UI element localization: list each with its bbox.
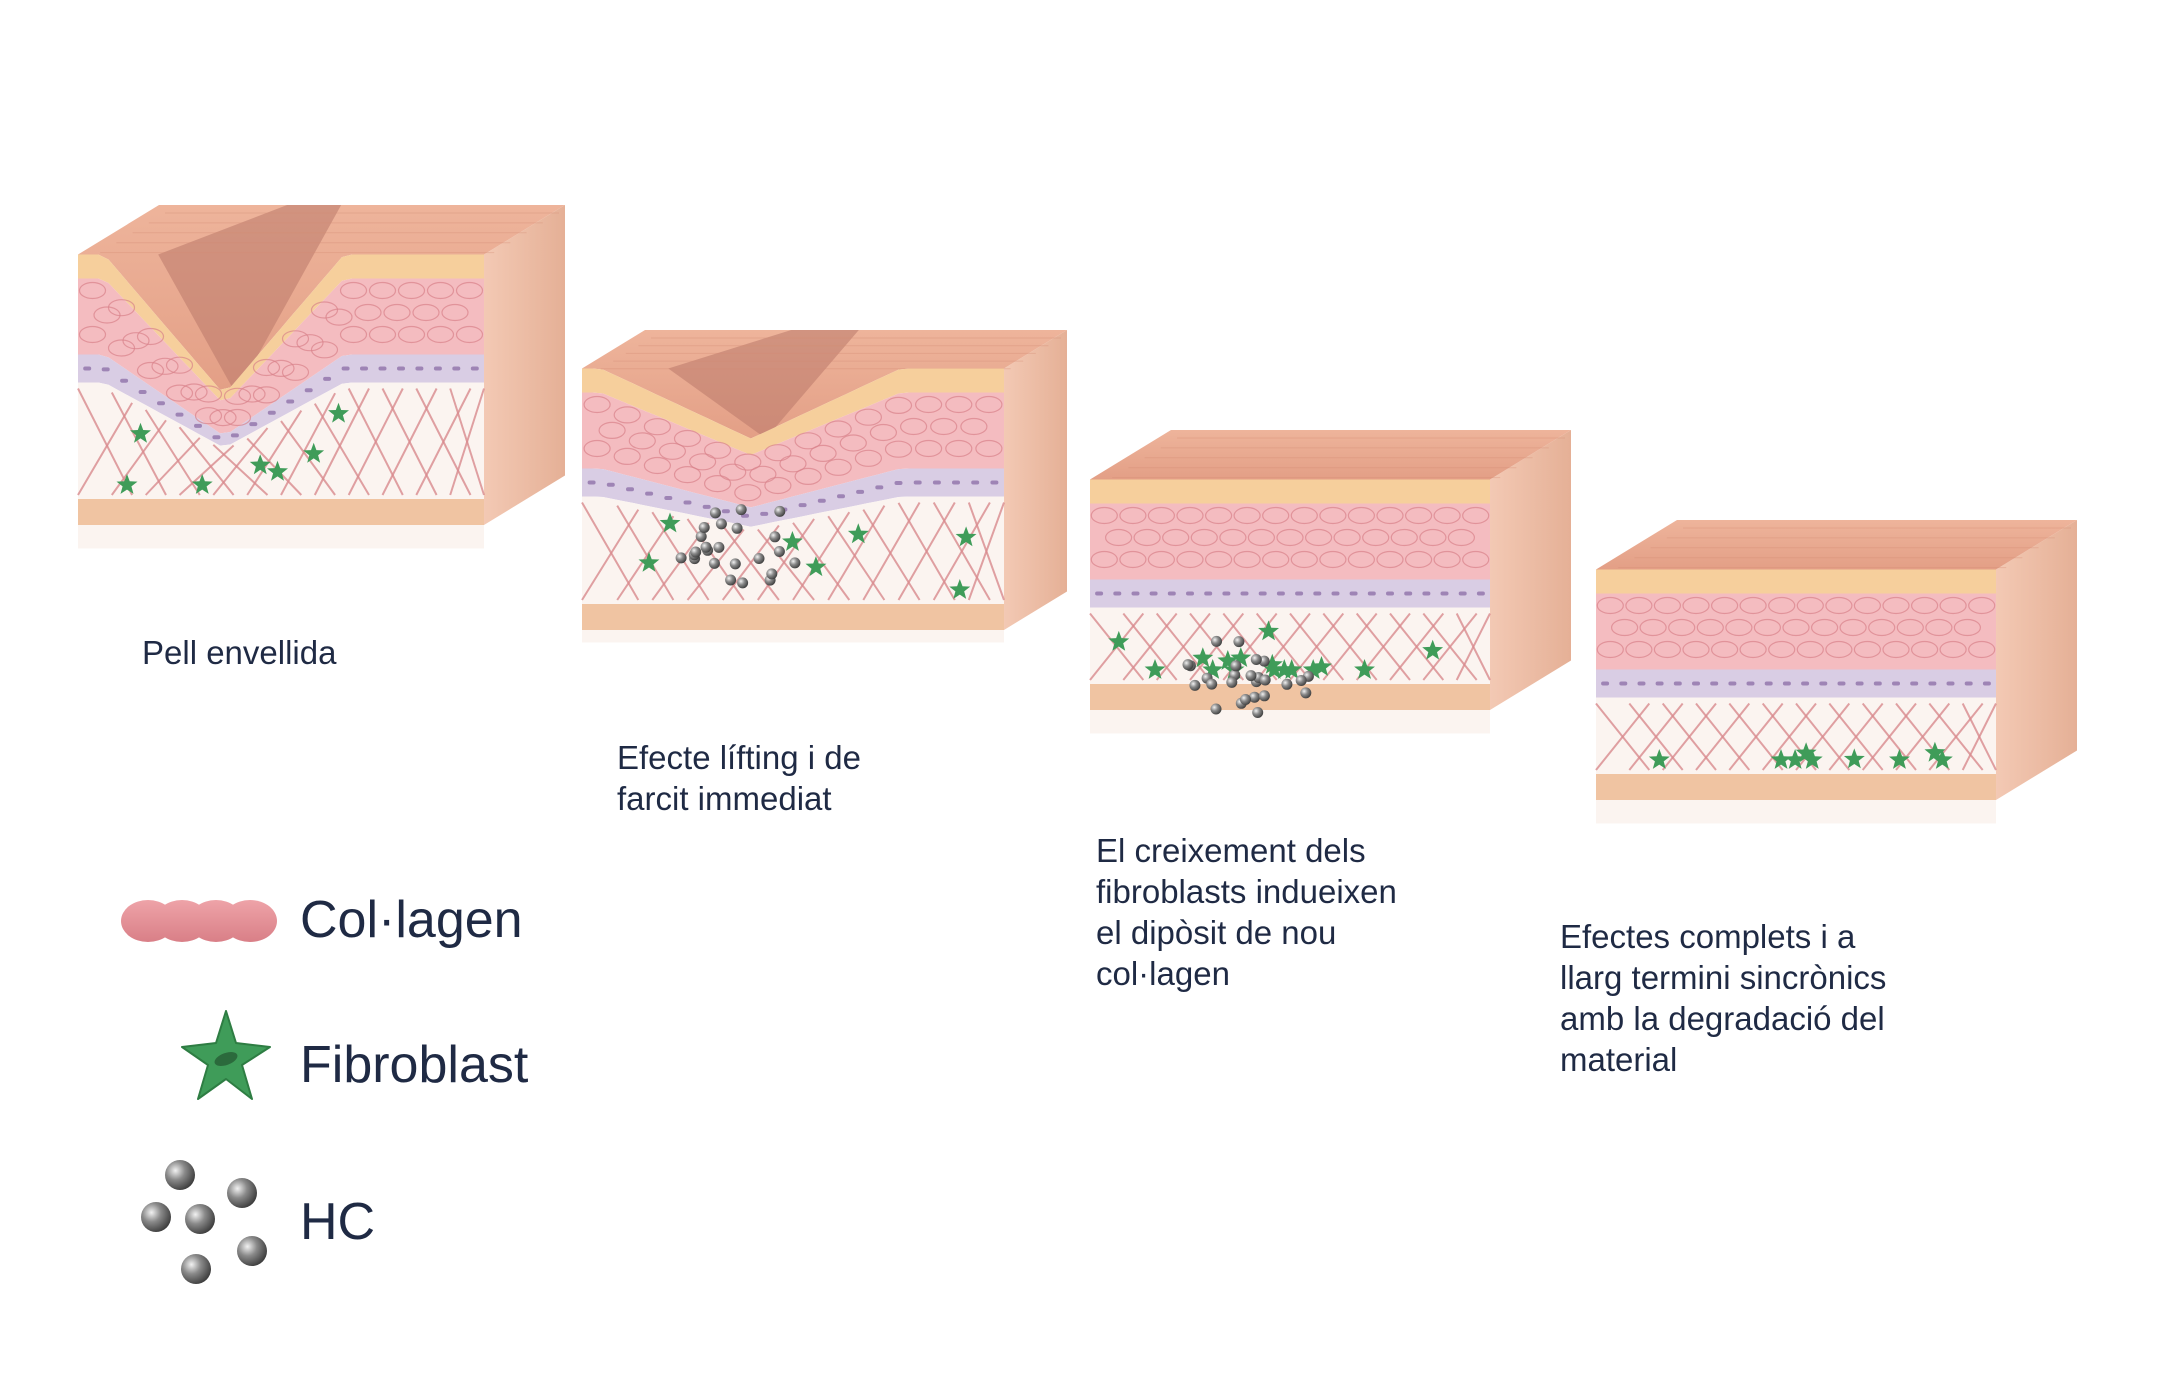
fibroblast-marker — [1263, 659, 1285, 679]
fibroblast-marker — [1354, 659, 1375, 679]
hc-particle — [1259, 674, 1271, 686]
fibroblast-marker — [659, 512, 681, 533]
caption-fibroblast-growth: El creixement dels fibroblasts indueixen… — [1096, 832, 1397, 992]
fibroblast-marker — [638, 551, 660, 572]
hc-particle — [725, 574, 737, 586]
fibroblast-marker — [1648, 749, 1670, 769]
fibroblast-marker — [191, 474, 213, 494]
fibroblast-marker — [1144, 659, 1166, 679]
hc-particle — [1258, 690, 1270, 702]
hc-particle — [774, 505, 786, 517]
skin-block-complete — [1595, 520, 2077, 824]
hc-particle — [766, 568, 778, 580]
legend-fibroblast-label: Fibroblast — [300, 1036, 529, 1094]
hc-particle — [715, 518, 727, 530]
hc-particle — [1210, 703, 1222, 715]
hc-particle — [737, 577, 749, 589]
fibroblast-marker — [1261, 653, 1283, 674]
caption-complete-effects: Efectes complets i a llarg termini sincr… — [1560, 918, 1887, 1078]
hc-particle — [1211, 635, 1222, 647]
fibroblast-marker — [1889, 749, 1910, 769]
fibroblast-marker — [1784, 749, 1806, 769]
collagen-icon — [121, 900, 277, 942]
hc-particle — [713, 541, 725, 553]
hc-particle — [731, 522, 743, 534]
fibroblast-marker — [249, 454, 271, 475]
caption-lifting-effect: Efecte lífting i de farcit immediat — [617, 739, 861, 817]
legend-hc-label: HC — [300, 1193, 376, 1251]
fibroblast-marker — [847, 523, 869, 544]
fibroblast-marker — [1273, 659, 1295, 679]
skin-block-aged — [77, 205, 565, 549]
hc-particle — [1295, 675, 1307, 686]
hc-particle — [709, 507, 721, 519]
hc-particle — [1245, 670, 1257, 682]
hc-particle — [735, 504, 747, 516]
legend-collagen-label: Col·lagen — [300, 891, 523, 949]
hc-particle — [1249, 691, 1260, 703]
hc-particle — [1252, 707, 1264, 718]
hc-particle — [789, 557, 801, 569]
hc-particle — [1226, 676, 1238, 688]
fibroblast-marker — [1230, 647, 1252, 667]
skin-block-lifting — [581, 330, 1067, 643]
hc-particle — [708, 557, 720, 569]
fibroblast-marker — [1801, 749, 1823, 769]
fibroblast-marker — [1931, 749, 1953, 769]
fibroblast-marker — [267, 460, 288, 481]
fibroblast-marker — [1770, 749, 1792, 769]
fibroblast-marker — [130, 422, 151, 443]
fibroblast-marker — [805, 556, 827, 577]
hc-particle — [1189, 679, 1201, 691]
fibroblast-marker — [1843, 748, 1865, 769]
hc-particle — [1240, 694, 1251, 705]
hc-particle — [695, 531, 707, 542]
fibroblast-marker — [1192, 647, 1214, 668]
hc-particle — [1300, 687, 1312, 699]
fibroblast-marker — [1258, 620, 1279, 641]
fibroblast-marker — [1924, 741, 1946, 762]
fibroblast-marker — [1108, 630, 1130, 651]
hc-particle — [690, 546, 702, 558]
hc-particle — [698, 522, 710, 533]
fibroblast-marker — [1422, 639, 1444, 660]
fibroblast-marker — [328, 402, 349, 423]
hc-particle — [753, 553, 765, 564]
hc-particle — [1233, 636, 1245, 648]
skin-block-growth — [1089, 430, 1571, 734]
fibroblast-icon — [181, 1010, 271, 1100]
hc-particle — [769, 531, 781, 543]
fibroblast-marker — [949, 579, 971, 599]
hc-particle — [729, 558, 741, 570]
hc-particles-icon — [141, 1160, 267, 1284]
fibroblast-marker — [955, 526, 977, 547]
hc-particle — [1182, 659, 1194, 671]
fibroblast-marker — [1302, 659, 1324, 679]
hc-particle — [675, 552, 687, 564]
fibroblast-marker — [1217, 650, 1239, 670]
fibroblast-marker — [116, 474, 138, 494]
hc-particle — [1281, 678, 1293, 690]
hc-particle — [1250, 654, 1262, 665]
fibroblast-marker — [1202, 659, 1224, 679]
fibroblast-marker — [1795, 742, 1817, 763]
hc-particle — [773, 546, 785, 557]
hc-particle — [700, 541, 712, 553]
caption-aged-skin: Pell envellida — [142, 634, 337, 671]
fibroblast-marker — [782, 531, 803, 551]
hc-particle — [1230, 660, 1242, 672]
fibroblast-marker — [303, 442, 325, 463]
fibroblast-marker — [1311, 656, 1332, 676]
hc-particle — [1206, 678, 1218, 690]
